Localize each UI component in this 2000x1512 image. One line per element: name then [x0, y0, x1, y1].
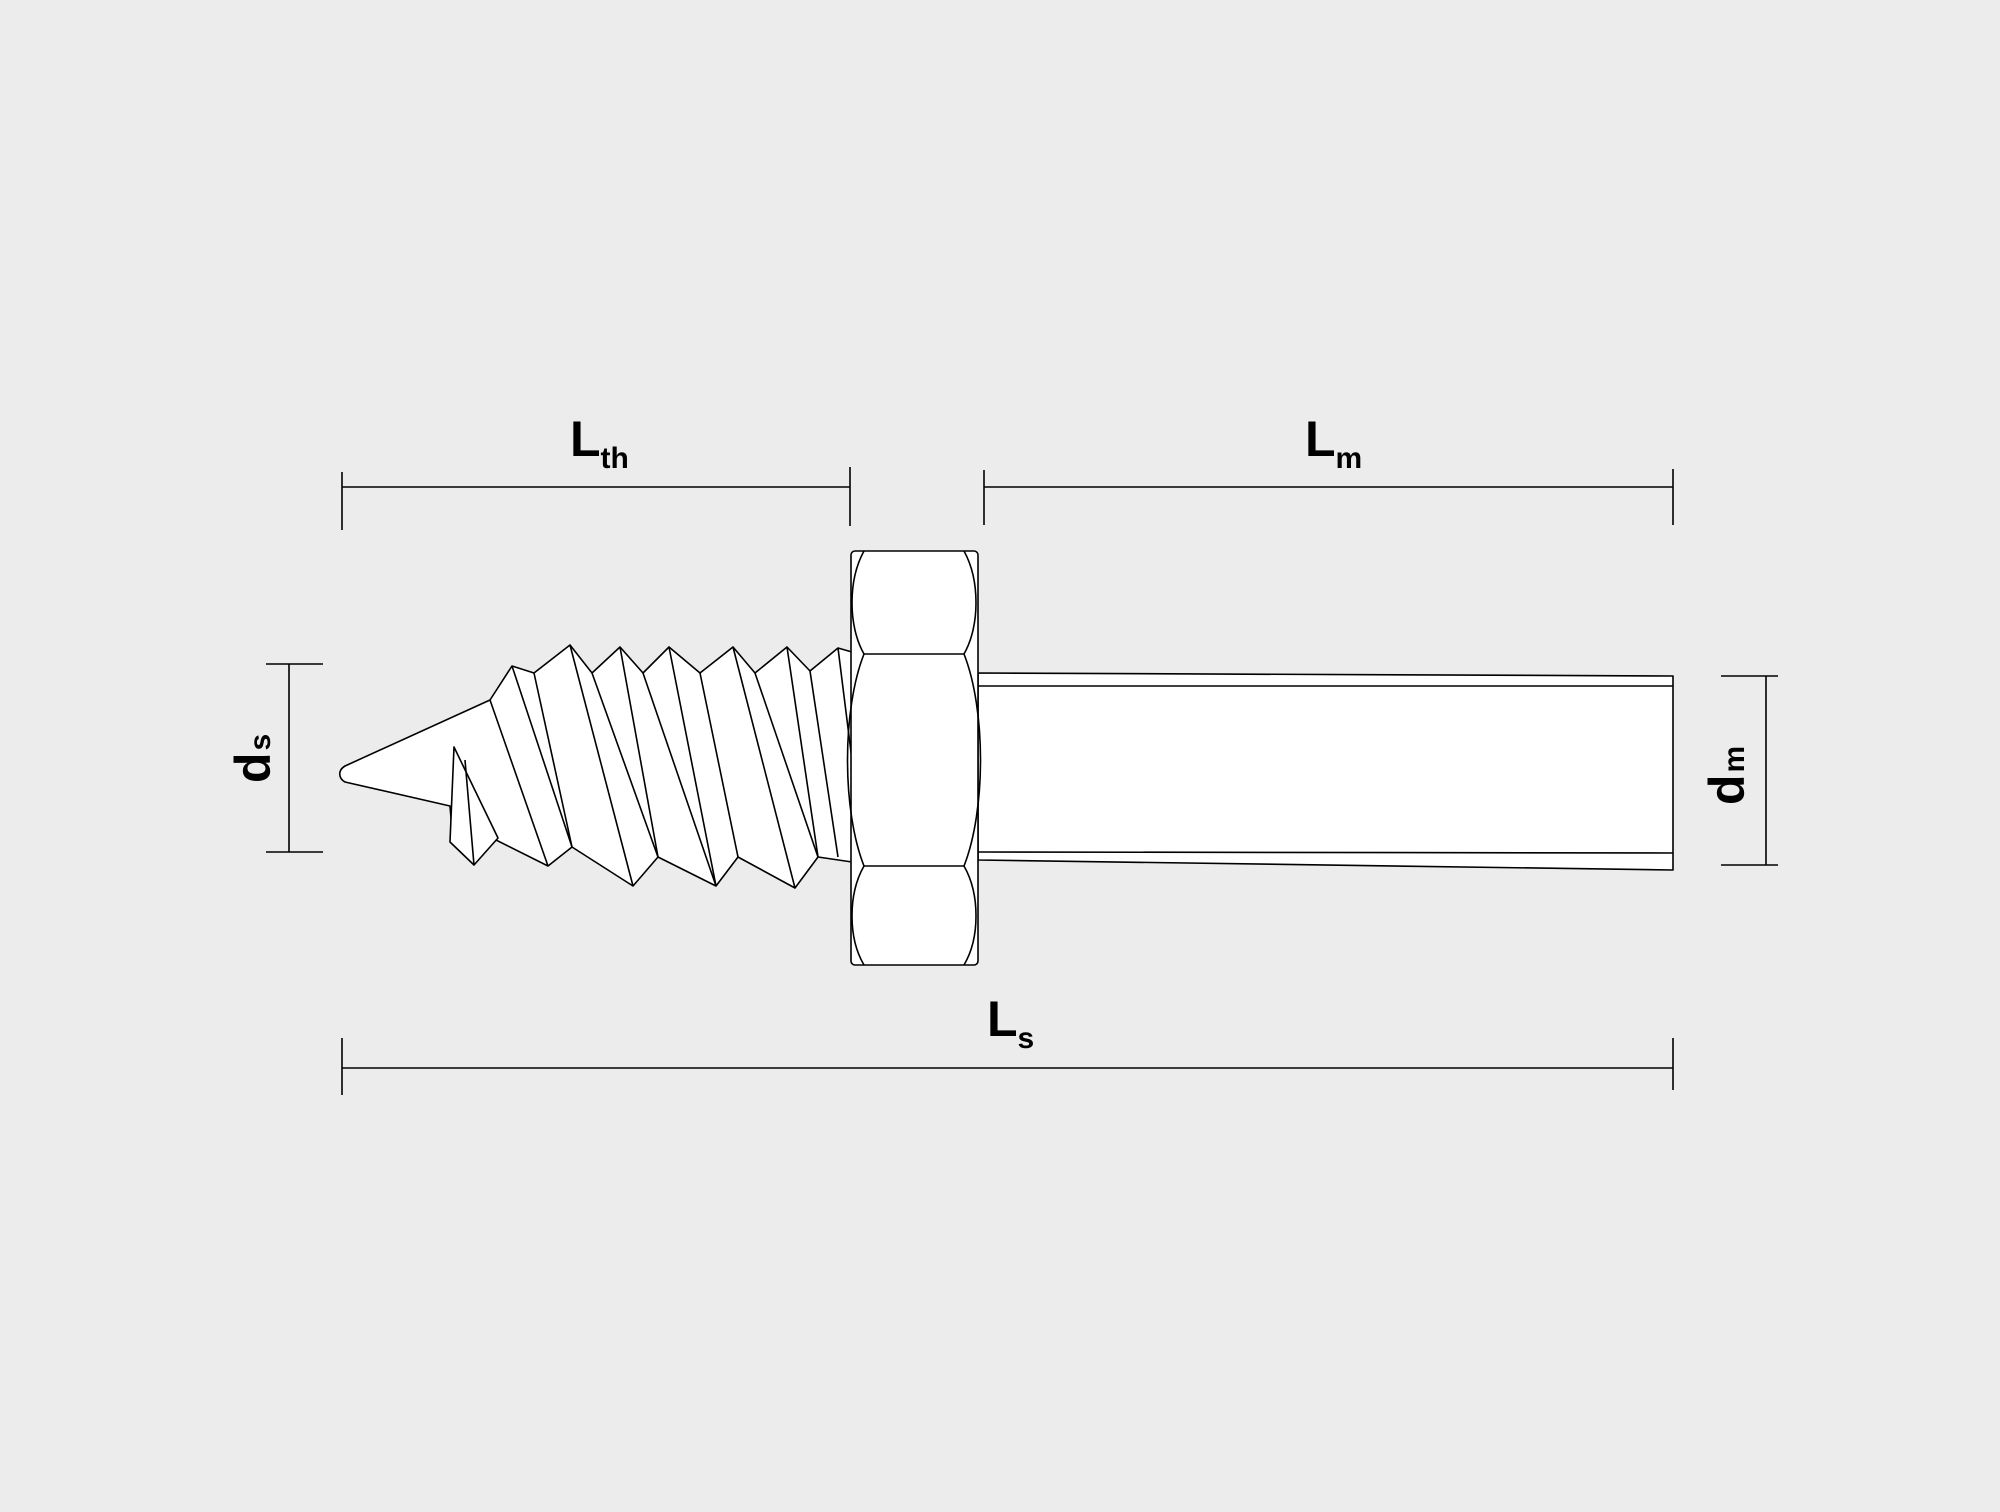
- dimension-screw-diameter: ds: [225, 663, 323, 853]
- metric-rod: [977, 672, 1674, 871]
- dimension-metric-length: Lm: [983, 411, 1674, 525]
- thread-length-label: Lth: [570, 411, 629, 475]
- dimension-screw-length: Ls: [341, 991, 1674, 1095]
- metric-length-label: Lm: [1305, 411, 1362, 475]
- screw-diameter-label: ds: [225, 734, 281, 783]
- wood-screw-thread: [338, 644, 853, 889]
- dimension-metric-diameter: dm: [1699, 675, 1778, 866]
- screw-length-label: Ls: [987, 991, 1034, 1055]
- metric-diameter-label: dm: [1699, 746, 1755, 805]
- dimension-thread-length: Lth: [341, 411, 851, 530]
- hex-nut: [846, 550, 982, 966]
